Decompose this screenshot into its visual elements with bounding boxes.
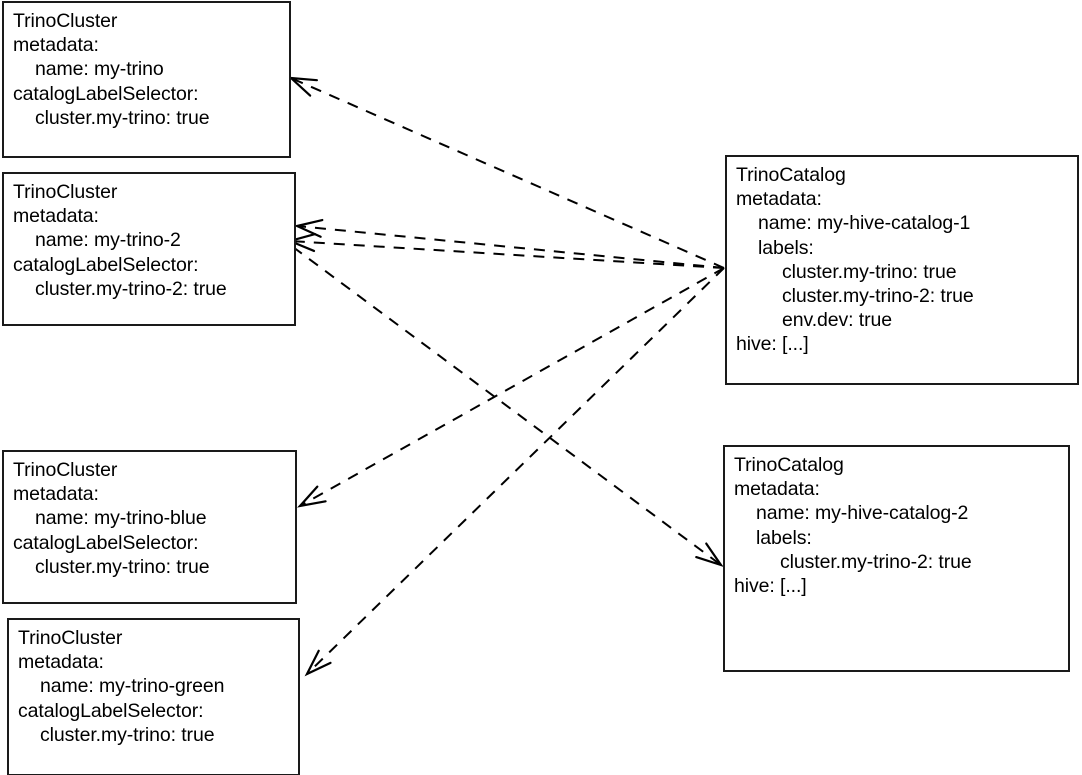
edge-my-trino-2-to-catalog2 [292,246,724,568]
node-field-line: cluster.my-trino: true [40,723,215,746]
node-field-line: hive: [...] [736,333,809,356]
node-field-line: cluster.my-trino-2: true [782,285,974,308]
node-field-line: catalogLabelSelector: [13,253,199,276]
edge-catalog1-to-my-trino [287,76,725,269]
node-field-line: name: my-trino-blue [35,507,207,530]
node-kind-label: TrinoCluster [13,10,118,32]
node-field-line: name: my-trino [35,58,164,81]
node-field-line: metadata: [13,483,99,506]
node-field-line: catalogLabelSelector: [13,531,199,554]
node-field-line: metadata: [18,651,104,674]
node-field-line: labels: [756,526,812,549]
node-field-line: cluster.my-trino: true [782,260,957,283]
node-field-line: cluster.my-trino: true [35,106,210,129]
edge-catalog1-to-my-trino-blue [297,267,725,508]
node-field-line: hive: [...] [734,575,807,598]
edge-line [296,225,725,269]
node-field-line: catalogLabelSelector: [18,699,204,722]
arrowhead-icon [293,218,324,238]
node-field-line: name: my-trino-green [40,675,225,698]
node-kind-label: TrinoCluster [18,627,123,649]
node-field-line: name: my-trino-2 [35,229,181,252]
edge-catalog1-to-my-trino-2-a [293,218,725,269]
arrowhead-icon [304,649,332,677]
arrowhead-icon [695,542,724,568]
node-field-line: metadata: [13,34,99,57]
node-kind-label: TrinoCatalog [734,454,844,476]
node-field-line: metadata: [734,478,820,501]
edge-line [292,246,722,566]
node-field-line: catalogLabelSelector: [13,82,199,105]
node-kind-label: TrinoCatalog [736,164,846,186]
node-field-line: name: my-hive-catalog-2 [756,502,969,525]
node-field-line: labels: [758,236,814,259]
edge-line [299,267,725,507]
node-field-line: env.dev: true [782,309,892,332]
node-field-line: cluster.my-trino: true [35,555,210,578]
edge-line [306,267,725,675]
node-field-line: name: my-hive-catalog-1 [758,212,971,235]
node-field-line: cluster.my-trino-2: true [780,550,972,573]
node-field-line: metadata: [13,205,99,228]
arrowhead-icon [297,485,327,508]
node-field-line: metadata: [736,188,822,211]
edge-line [290,77,725,269]
edge-line [289,240,725,269]
node-kind-label: TrinoCluster [13,459,118,481]
node-field-line: cluster.my-trino-2: true [35,277,227,300]
arrowhead-icon [287,76,319,97]
edge-catalog1-to-my-trino-green [304,267,725,677]
node-kind-label: TrinoCluster [13,181,118,203]
edge-catalog1-to-my-trino-2-b [286,233,725,269]
